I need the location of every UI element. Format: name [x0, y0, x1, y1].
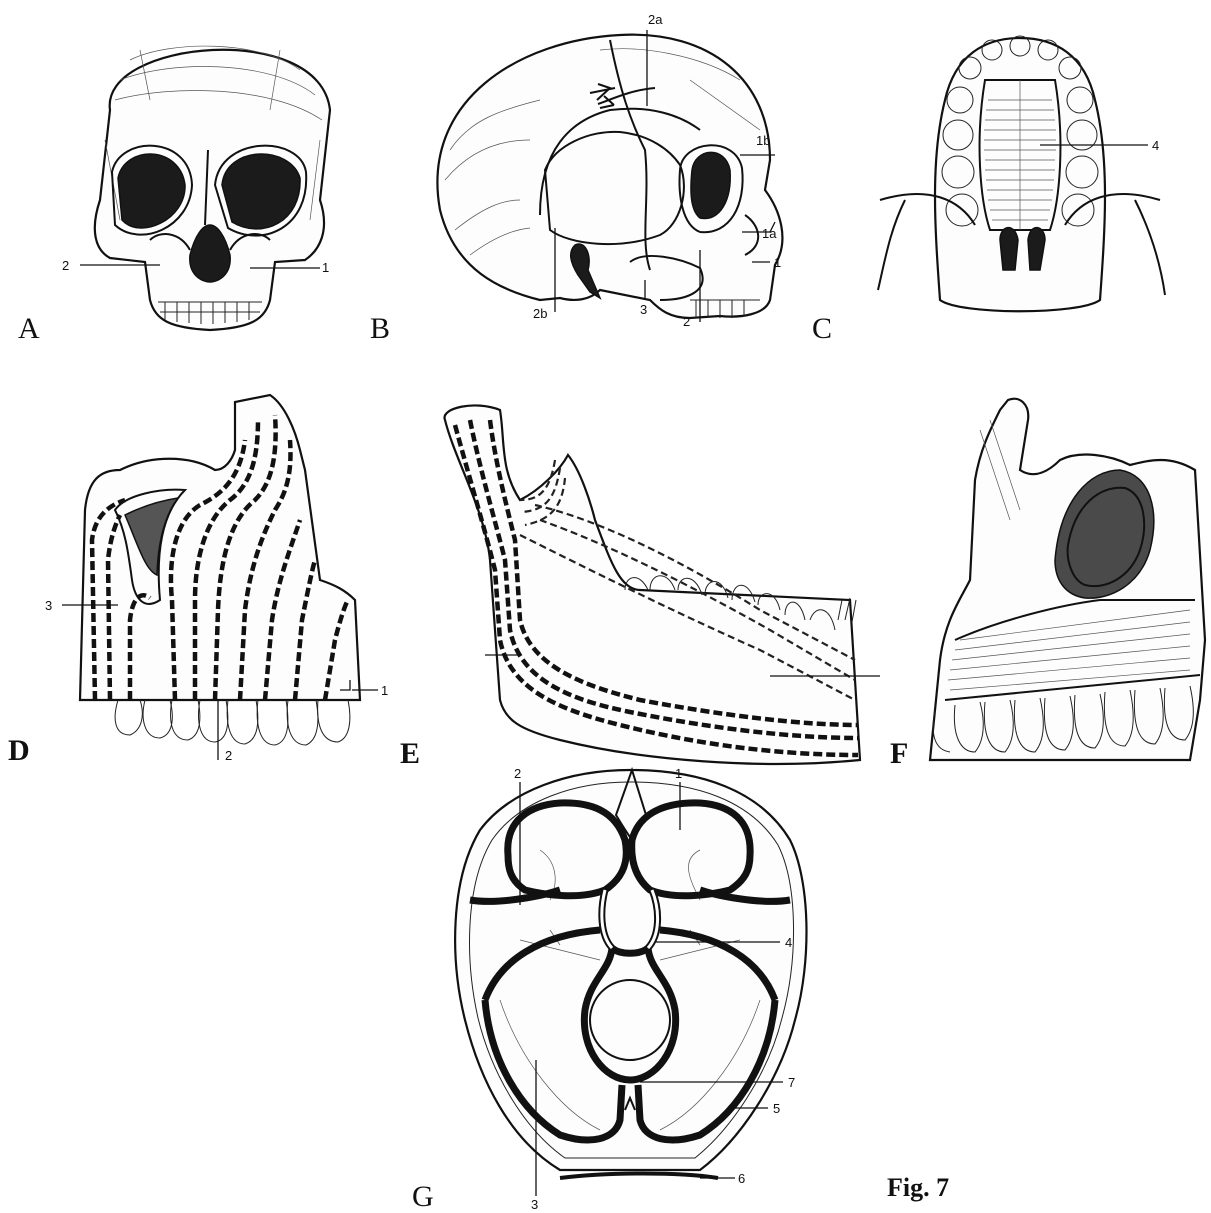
panel-a-skull-front: 2 1 A [18, 46, 330, 345]
panel-f-maxilla-section: F [890, 399, 1205, 770]
panel-b-label-2: 2 [683, 314, 690, 329]
panel-e-mandible: E [400, 405, 880, 770]
panel-b-label-1: 1 [774, 255, 781, 270]
panel-d-label-1: 1 [381, 683, 388, 698]
panel-b-label-1b: 1b [756, 133, 770, 148]
panel-a-label-1: 1 [322, 260, 329, 275]
panel-d-label-3: 3 [45, 598, 52, 613]
panel-b-label-1a: 1a [762, 226, 777, 241]
panel-g-letter: G [412, 1180, 434, 1213]
panel-a-letter: A [18, 312, 40, 345]
figure-caption: Fig. 7 [887, 1173, 949, 1202]
panel-g-label-2: 2 [514, 766, 521, 781]
panel-b-label-2b: 2b [533, 306, 547, 321]
panel-f-letter: F [890, 737, 908, 770]
panel-b-label-3: 3 [640, 302, 647, 317]
panel-g-label-3: 3 [531, 1197, 538, 1212]
panel-g-cranial-base: 2 1 4 7 5 6 3 G [412, 766, 806, 1213]
panel-c-palate: 4 C [812, 36, 1165, 345]
panel-c-label-4: 4 [1152, 138, 1159, 153]
panel-g-label-1: 1 [675, 766, 682, 781]
panel-g-label-4: 4 [785, 935, 792, 950]
panel-g-label-5: 5 [773, 1101, 780, 1116]
panel-a-label-2: 2 [62, 258, 69, 273]
panel-b-label-2a: 2a [648, 12, 663, 27]
panel-b-letter: B [370, 312, 390, 345]
panel-g-label-6: 6 [738, 1171, 745, 1186]
panel-c-letter: C [812, 312, 832, 345]
panel-d-maxilla-pillars: 3 1 2 D [8, 395, 388, 767]
panel-b-skull-side: 2a 1b 1a 1 2b 3 2 B [370, 12, 782, 345]
panel-d-letter: D [8, 734, 30, 767]
panel-e-letter: E [400, 737, 420, 770]
panel-g-label-7: 7 [788, 1075, 795, 1090]
panel-d-label-2: 2 [225, 748, 232, 763]
